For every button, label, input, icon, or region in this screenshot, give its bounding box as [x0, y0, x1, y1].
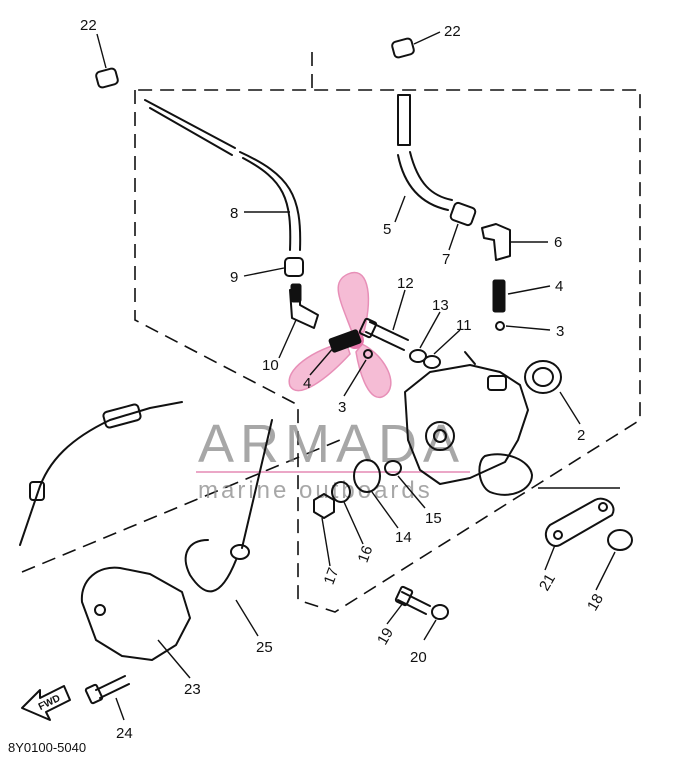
seal-2 [524, 360, 562, 394]
cap-22-right [391, 37, 415, 59]
watermark-brand: ARMADA [198, 414, 465, 474]
callout-labels: 22 22 8 9 10 4 3 12 13 11 5 7 6 4 3 2 15… [80, 17, 607, 742]
cap-22-left [95, 67, 119, 89]
link-rod-25 [184, 419, 273, 593]
ball-3-left [363, 349, 373, 359]
clip-7 [449, 201, 477, 227]
elbow-fitting-10 [289, 283, 319, 329]
spring-4-right [492, 279, 506, 313]
hose-8 [144, 99, 302, 251]
clip-9 [284, 257, 304, 277]
callout-23: 23 [184, 681, 201, 698]
callout-24: 24 [116, 725, 133, 742]
elbow-fitting-6 [481, 223, 511, 261]
callout-3-right: 3 [556, 323, 564, 340]
callout-8: 8 [230, 205, 238, 222]
assembly-boundary [21, 52, 641, 613]
callout-14: 14 [395, 529, 412, 546]
washer-14 [353, 459, 381, 493]
washer-11 [423, 355, 441, 369]
callout-21: 21 [536, 571, 559, 594]
callout-4-right: 4 [555, 278, 563, 295]
leader-lines [96, 31, 620, 721]
callout-9: 9 [230, 269, 238, 286]
washer-18 [607, 529, 633, 551]
fwd-arrow-icon: FWD [21, 685, 71, 721]
callout-7: 7 [442, 251, 450, 268]
screw-24 [84, 675, 130, 705]
callout-22-right: 22 [444, 23, 461, 40]
spring-4-left [328, 329, 362, 353]
bolt-19 [394, 585, 431, 615]
washer-13 [409, 349, 427, 363]
washer-16 [331, 481, 351, 503]
callout-22-left: 22 [80, 17, 97, 34]
callout-11: 11 [456, 317, 472, 334]
callout-20: 20 [410, 649, 427, 666]
bolt-12 [358, 317, 409, 351]
callout-6: 6 [554, 234, 562, 251]
washer-20 [431, 604, 449, 620]
drawing-code: 8Y0100-5040 [8, 740, 87, 755]
callout-4-left: 4 [303, 375, 311, 392]
cover-23 [80, 566, 191, 661]
throttle-cable [19, 401, 183, 546]
callout-3-left: 3 [338, 399, 346, 416]
nut-17 [313, 493, 335, 519]
pump-body [404, 351, 533, 496]
callout-25: 25 [256, 639, 273, 656]
callout-16: 16 [355, 543, 377, 564]
callout-2: 2 [577, 427, 585, 444]
ball-3-right [495, 321, 505, 331]
callout-13: 13 [432, 297, 449, 314]
callout-10: 10 [262, 357, 279, 374]
callout-12: 12 [397, 275, 414, 292]
callout-18: 18 [584, 591, 607, 614]
callout-15: 15 [425, 510, 442, 527]
watermark-logo: ARMADA marine outboards [196, 271, 470, 504]
callout-5: 5 [383, 221, 391, 238]
callout-17: 17 [321, 565, 343, 586]
callout-19: 19 [374, 625, 397, 648]
hose-5 [397, 94, 453, 211]
gasket-21 [544, 497, 615, 547]
washer-15 [384, 460, 402, 476]
